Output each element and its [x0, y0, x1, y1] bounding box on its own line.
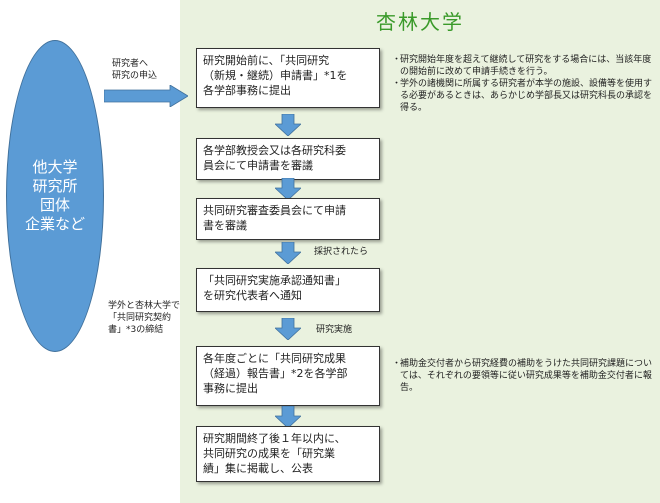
bullet-icon: ・	[392, 359, 402, 369]
bullet-icon: ・	[392, 79, 402, 89]
note-item: ・ 研究開始年度を超えて継続して研究をする場合には、当該年度の開始前に改めて申請…	[392, 55, 652, 77]
bottom-notes: ・ 補助金交付者から研究経費の補助をうけた共同研究課題については、それぞれの要領…	[392, 358, 654, 394]
down-arrow-2	[275, 178, 301, 200]
step-6-box: 研究期間終了後１年以内に、 共同研究の成果を「研究業 績」集に掲載し、公表	[196, 426, 380, 482]
note-item: ・ 補助金交付者から研究経費の補助をうけた共同研究課題については、それぞれの要領…	[392, 359, 653, 393]
down-arrow-3	[275, 242, 301, 264]
down-arrow-1	[275, 114, 301, 136]
step-5-box: 各年度ごとに「共同研究成果 （経過）報告書」*2を各学部 事務に提出	[196, 346, 380, 406]
university-title: 杏林大学	[376, 10, 464, 34]
top-notes: ・ 研究開始年度を超えて継続して研究をする場合には、当該年度の開始前に改めて申請…	[392, 54, 654, 114]
entity-line: 他大学	[32, 158, 78, 176]
note-item: ・ 学外の諸機関に所属する研究者が本学の施設、設備等を使用する必要があるときは、…	[392, 79, 653, 113]
step-2-box: 各学部教授会又は各研究科委 員会にて申請書を審議	[196, 138, 380, 180]
entity-line: 企業など	[24, 215, 85, 233]
entity-line: 団体	[39, 196, 70, 214]
entity-line: 研究所	[32, 177, 78, 195]
bullet-icon: ・	[392, 55, 402, 65]
contract-note: 学外と杏林大学で 「共同研究契約 書」*3の締結	[108, 301, 181, 335]
external-entity-ellipse: 他大学 研究所 団体 企業など	[6, 40, 104, 352]
step-1-box: 研究開始前に、「共同研究 （新規・継続）申請書」*1を 各学部事務に提出	[196, 48, 380, 108]
down-arrow-4	[275, 318, 301, 340]
down-arrow-5	[275, 406, 301, 428]
application-arrow	[104, 85, 188, 107]
external-entity-label: 他大学 研究所 団体 企業など	[25, 158, 85, 234]
step-4-box: 「共同研究実施承認通知書」 を研究代表者へ通知	[196, 268, 380, 312]
implementation-label: 研究実施	[316, 325, 353, 335]
approved-label: 採択されたら	[314, 247, 369, 257]
step-3-box: 共同研究審査委員会にて申請 書を審議	[196, 198, 380, 240]
application-note: 研究者へ 研究の申込	[112, 59, 158, 81]
